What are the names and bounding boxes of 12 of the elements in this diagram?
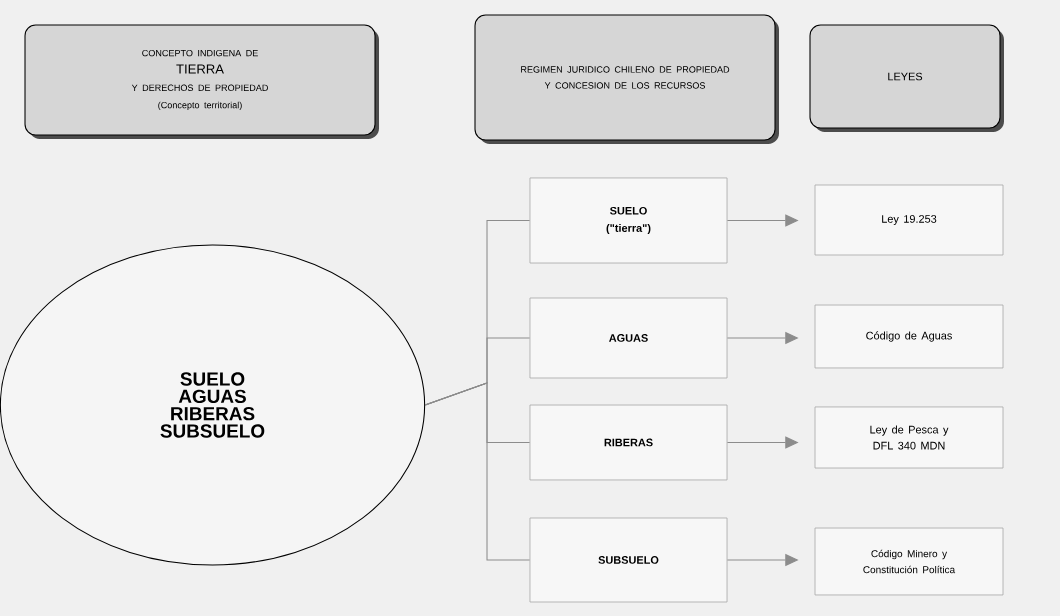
resource-box: SUBSUELO (529, 517, 728, 603)
law-box: Ley 19.253 (814, 184, 1004, 256)
connector-line (424, 382, 531, 561)
resource-box: SUELO ("tierra") (529, 177, 728, 264)
law-box: Código de Aguas (814, 304, 1004, 369)
header-box: REGIMEN JURIDICO CHILENO DE PROPIEDAD Y CONCESION DE LOS RECURSOS (474, 14, 779, 144)
law-box: Ley de Pesca y DFL 340 MDN (814, 406, 1004, 469)
resource-box: RIBERAS (529, 404, 728, 481)
law-box: Código Minero y Constitución Política (814, 527, 1004, 596)
header-box: CONCEPTO INDIGENA DE TIERRA Y DERECHOS DE PROPIEDAD (Concepto territorial) (24, 24, 379, 139)
header-box: LEYES (809, 24, 1004, 132)
resource-box: AGUAS (529, 297, 728, 379)
